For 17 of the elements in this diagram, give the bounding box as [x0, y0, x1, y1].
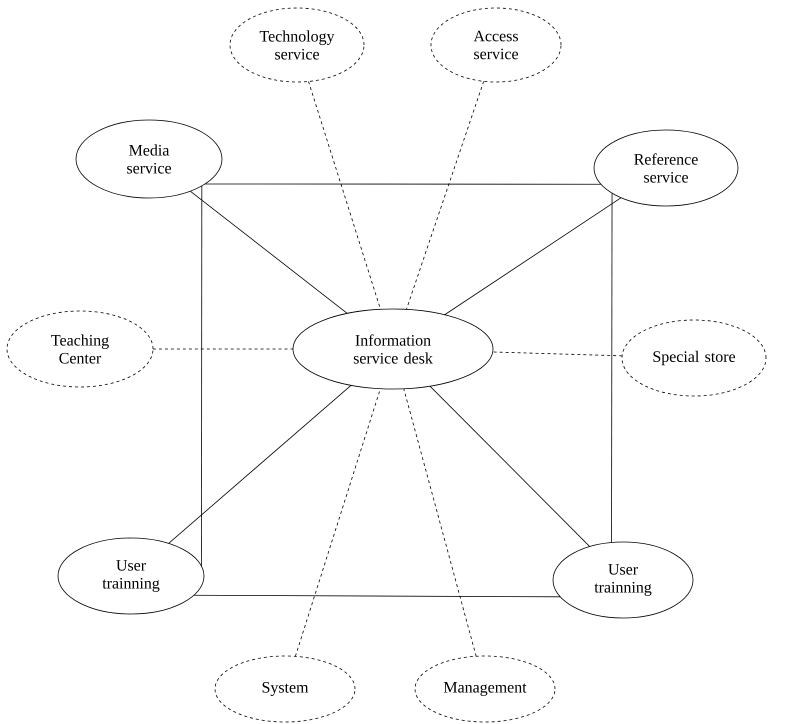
- dashed-line: [406, 80, 484, 310]
- ellipse-node: Information service desk: [292, 308, 494, 390]
- ellipse-node: Media service: [76, 120, 222, 198]
- connector-line: [168, 384, 352, 544]
- dashed-line: [403, 388, 477, 657]
- connector-line: [190, 190, 348, 314]
- connector-line: [430, 386, 590, 547]
- ellipse-node: User trainning: [58, 538, 204, 614]
- dashed-line: [492, 352, 623, 356]
- connector-line: [611, 192, 612, 543]
- connector-line: [204, 184, 602, 185]
- ellipse-node: Reference service: [594, 130, 738, 206]
- connector-line: [201, 186, 202, 566]
- connector-line: [444, 197, 622, 316]
- ellipse-node: User trainning: [552, 542, 694, 618]
- dashed-line: [152, 348, 294, 350]
- connector-line: [194, 594, 561, 598]
